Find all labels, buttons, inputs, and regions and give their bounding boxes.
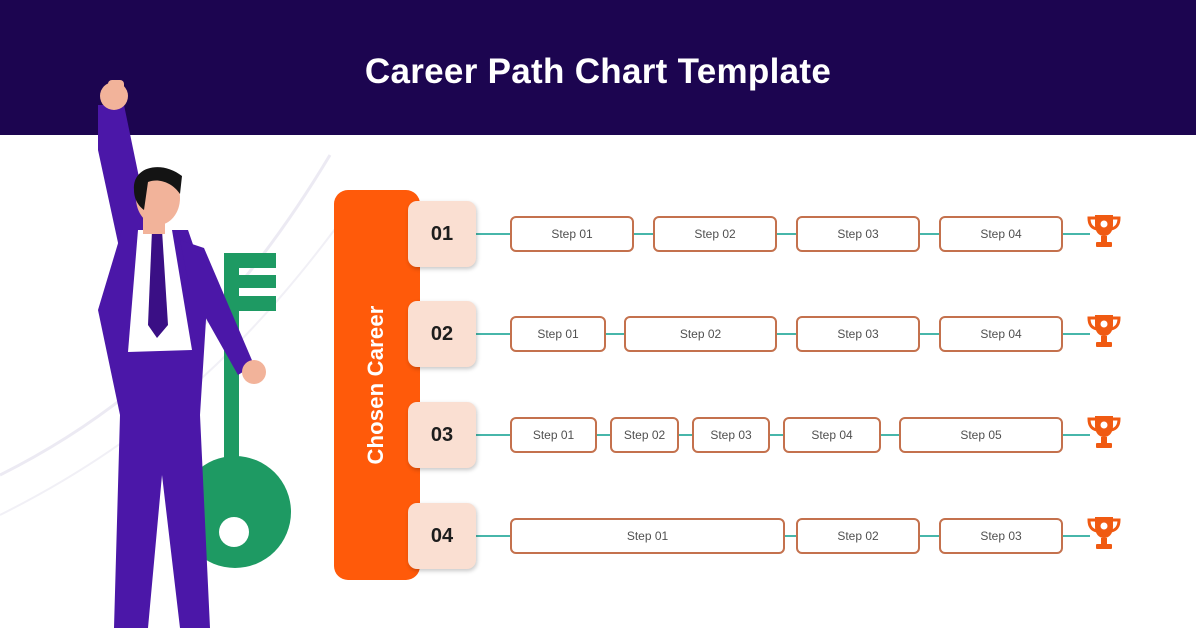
path-04-step-01[interactable]: Step 01 (510, 518, 785, 554)
path-03-step-03[interactable]: Step 03 (692, 417, 770, 453)
path-03-step-05[interactable]: Step 05 (899, 417, 1063, 453)
path-03-step-02[interactable]: Step 02 (610, 417, 679, 453)
path-02-step-03[interactable]: Step 03 (796, 316, 920, 352)
path-03-step-04[interactable]: Step 04 (783, 417, 881, 453)
key-icon (179, 253, 291, 568)
path-01-step-02[interactable]: Step 02 (653, 216, 777, 252)
page-title: Career Path Chart Template (364, 52, 832, 91)
chosen-career-bar (334, 190, 420, 580)
trophy-icon (1087, 315, 1121, 347)
businessman-illustration (98, 80, 291, 628)
trophy-icon (1087, 215, 1121, 247)
path-04-step-02[interactable]: Step 02 (796, 518, 920, 554)
path-01-step-03[interactable]: Step 03 (796, 216, 920, 252)
connector-line (476, 333, 1090, 335)
path-02-step-02[interactable]: Step 02 (624, 316, 777, 352)
path-number-04: 04 (408, 503, 476, 569)
path-02-step-01[interactable]: Step 01 (510, 316, 606, 352)
path-02-step-04[interactable]: Step 04 (939, 316, 1063, 352)
path-04-step-03[interactable]: Step 03 (939, 518, 1063, 554)
connector-line (476, 233, 1090, 235)
path-number-03: 03 (408, 402, 476, 468)
path-number-01: 01 (408, 201, 476, 267)
trophy-icon (1087, 416, 1121, 448)
path-01-step-01[interactable]: Step 01 (510, 216, 634, 252)
path-01-step-04[interactable]: Step 04 (939, 216, 1063, 252)
trophy-icon (1087, 517, 1121, 549)
chosen-career-label: Chosen Career (363, 305, 388, 465)
path-number-02: 02 (408, 301, 476, 367)
header-banner: Career Path Chart Template (0, 0, 1196, 135)
path-03-step-01[interactable]: Step 01 (510, 417, 597, 453)
